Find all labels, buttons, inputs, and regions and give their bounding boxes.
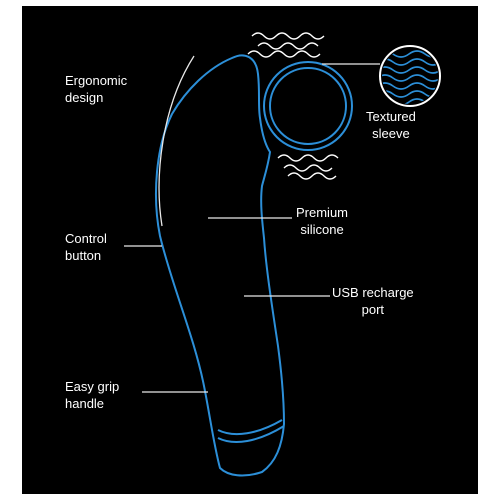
label-line: USB recharge	[332, 285, 414, 300]
vibration-wave	[247, 50, 321, 58]
handle-band-top	[217, 419, 283, 436]
label-line: button	[65, 248, 102, 263]
label-line: Premium	[296, 205, 349, 220]
label-control-button: Control button	[65, 230, 107, 264]
label-line: port	[361, 302, 385, 317]
label-easy-grip-handle: Easy grip handle	[65, 378, 119, 412]
label-line: Control	[65, 231, 107, 246]
diagram-panel: Ergonomic design Textured sleeve Premium…	[22, 6, 478, 494]
label-line: design	[65, 90, 104, 105]
vibration-wave	[283, 164, 333, 172]
sleeve-ring-inner	[269, 67, 347, 145]
label-line: Ergonomic	[65, 73, 128, 88]
product-body-outline	[155, 54, 286, 477]
leader-line-ergonomic	[158, 55, 195, 227]
handle-band-bottom	[217, 425, 285, 443]
label-textured-sleeve: Textured sleeve	[366, 108, 416, 142]
vibration-wave	[257, 42, 319, 50]
label-premium-silicone: Premium silicone	[296, 204, 348, 238]
label-line: Easy grip	[65, 379, 120, 394]
label-ergonomic-design: Ergonomic design	[65, 72, 127, 106]
label-line: silicone	[300, 222, 344, 237]
label-line: Textured	[366, 109, 416, 124]
vibration-wave	[287, 172, 337, 180]
label-line: sleeve	[372, 126, 410, 141]
vibration-wave	[251, 32, 325, 40]
vibration-wave	[277, 154, 339, 162]
label-line: handle	[65, 396, 105, 411]
product-diagram	[124, 32, 441, 477]
label-usb-recharge-port: USB recharge port	[332, 284, 414, 318]
texture-magnifier	[379, 45, 441, 107]
sleeve-ring-outer	[263, 61, 353, 151]
